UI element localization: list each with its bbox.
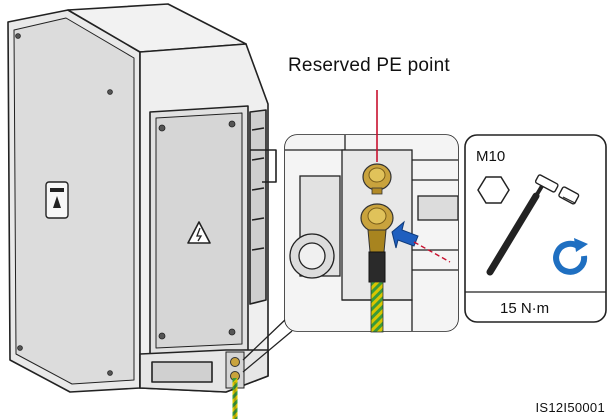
bolt-size-label: M10 — [476, 148, 506, 165]
insert-direction-arrow — [391, 220, 451, 263]
nameplate-icon — [45, 181, 69, 219]
reserved-pe-point-label: Reserved PE point — [288, 55, 450, 76]
pe-cable — [370, 281, 384, 333]
reserved-pe-bolt — [362, 163, 392, 195]
panel-screws — [15, 33, 236, 376]
torque-wrench-icon — [486, 174, 580, 276]
hex-nut-icon — [477, 176, 510, 204]
electric-warning-icon — [187, 221, 211, 244]
figure-id-label: IS12I50001 — [535, 400, 605, 415]
torque-value-label: 15 N·m — [500, 300, 550, 317]
zoom-detail-panel — [284, 134, 459, 333]
clockwise-rotation-icon — [553, 238, 588, 275]
zoom-leader-lines — [242, 317, 293, 373]
inverter-pe-terminals — [225, 351, 245, 419]
tool-spec-panel — [464, 134, 607, 323]
connected-pe-bolt — [360, 203, 394, 283]
